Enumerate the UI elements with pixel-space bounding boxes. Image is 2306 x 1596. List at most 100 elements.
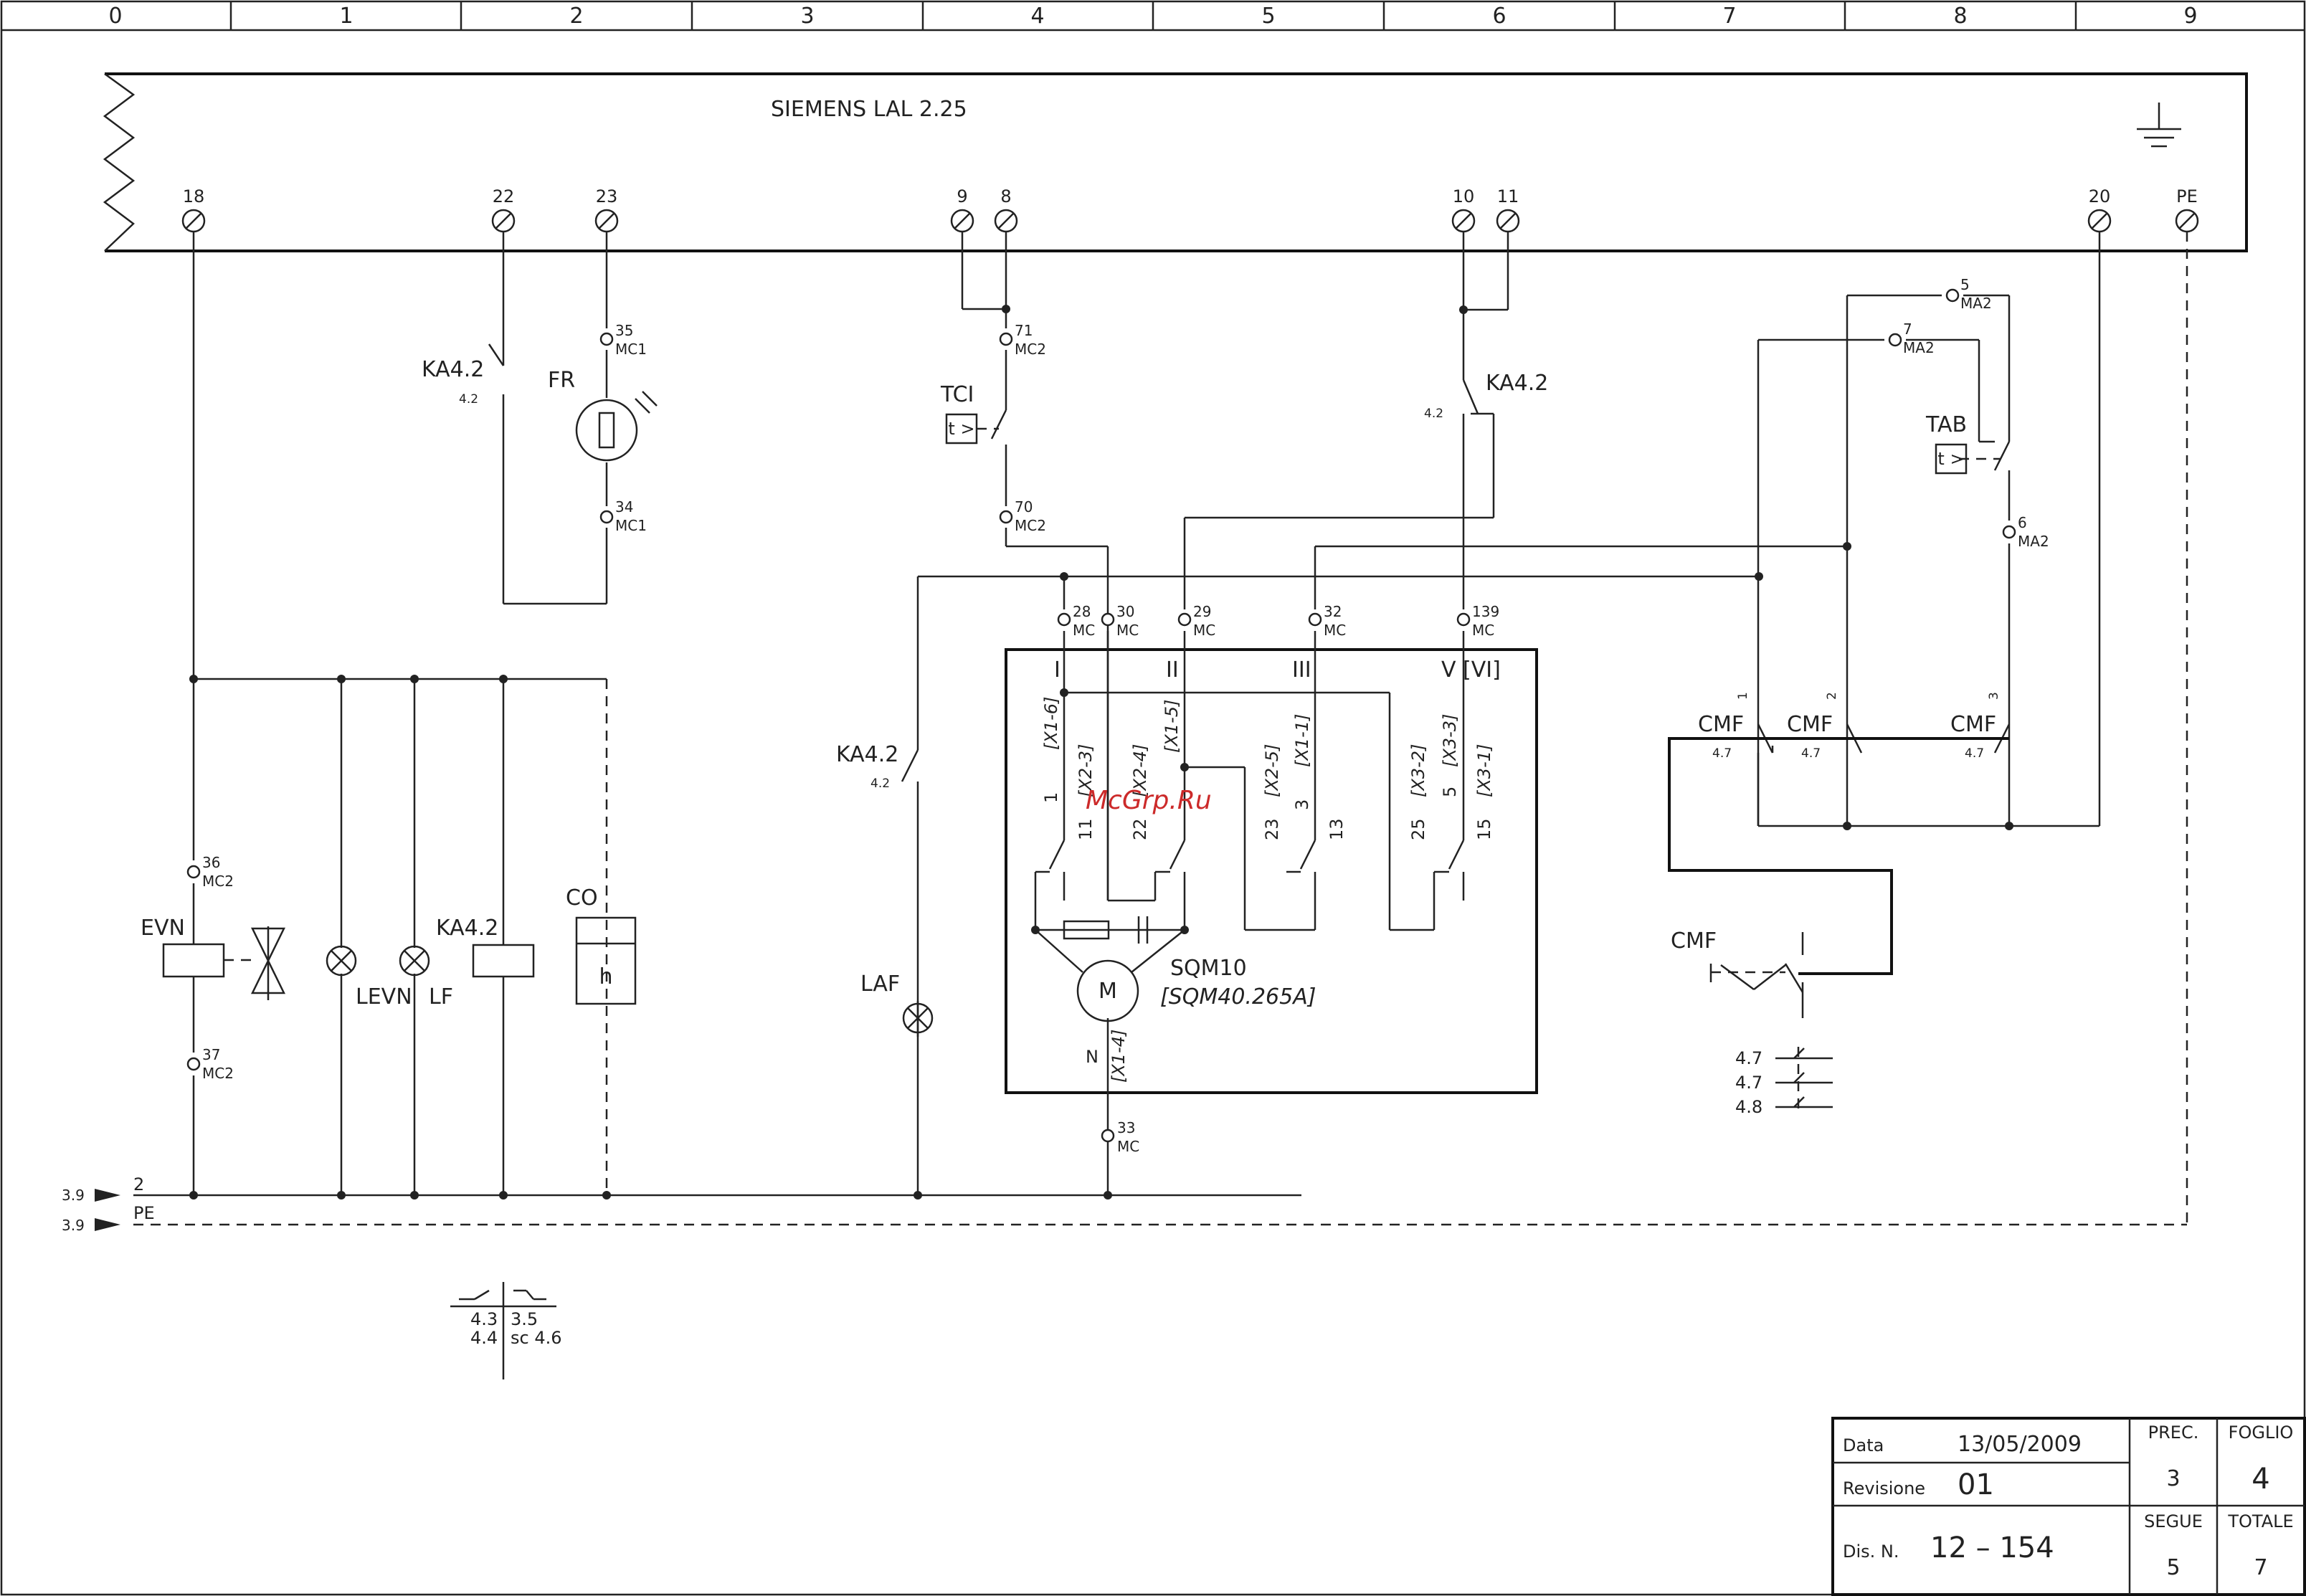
- col-label-1: 1: [339, 4, 353, 29]
- cam-num-11: 11: [1076, 818, 1096, 840]
- cam-label-x24: [X2-4]: [1130, 744, 1150, 797]
- tab-label: TAB: [1925, 412, 1967, 437]
- cam-roman-v-vi: V [VI]: [1441, 657, 1501, 683]
- cmf-contact-3-num: 3: [1987, 692, 2001, 700]
- terminal-30-ref: MC: [1116, 622, 1139, 639]
- terminal-34: [599, 510, 614, 524]
- wiring-servo-feed: [916, 414, 1851, 1195]
- cam-label-x16: [X1-6]: [1041, 697, 1061, 750]
- tb-segue-label: SEGUE: [2144, 1511, 2203, 1531]
- tb-foglio-label: FOGLIO: [2229, 1422, 2294, 1443]
- tb-segue-value: 5: [2166, 1555, 2180, 1580]
- terminal-label-10: 10: [1453, 186, 1475, 206]
- terminal-5-ref: MA2: [1960, 295, 1992, 312]
- motor-label: M: [1099, 979, 1117, 1004]
- terminal-70-label: 70: [1015, 498, 1033, 516]
- bus-lines: [95, 1189, 2187, 1231]
- terminal-35: [599, 332, 614, 346]
- sqm-label: SQM10: [1170, 956, 1247, 981]
- tci-timer-symbol: t >: [948, 419, 974, 439]
- terminal-6-label: 6: [2018, 514, 2027, 531]
- cam-label-x33: [X3-3]: [1440, 714, 1460, 767]
- terminal-32: [1308, 612, 1322, 627]
- terminal-29-ref: MC: [1193, 622, 1215, 639]
- terminal-33-label: 33: [1117, 1119, 1135, 1136]
- cmf-ref-1: 4.7: [1712, 746, 1732, 761]
- wiring-right: [1757, 232, 2188, 1225]
- tb-totale-label: TOTALE: [2227, 1511, 2293, 1531]
- cmf-ref-2: 4.7: [1801, 746, 1821, 761]
- co-label: CO: [566, 885, 598, 911]
- ka42-right-ref: 4.2: [1424, 407, 1443, 421]
- terminal-label-22: 22: [493, 186, 515, 206]
- ka42-coil: [472, 944, 535, 978]
- crossref-nc-1: 3.5: [511, 1309, 538, 1329]
- evn-label: EVN: [141, 916, 185, 941]
- cam-label-x31: [X3-1]: [1474, 744, 1494, 797]
- cam-roman-ii: II: [1166, 657, 1179, 683]
- terminal-32-ref: MC: [1324, 622, 1346, 639]
- tb-dis-value: 12 – 154: [1930, 1531, 2054, 1564]
- cam-num-22: 22: [1130, 818, 1150, 840]
- controller-box: SIEMENS LAL 2.25: [103, 72, 2248, 252]
- cam-num-25: 25: [1408, 818, 1428, 840]
- cam-num-3: 3: [1292, 799, 1312, 810]
- cmf-legend-ref-3: 4.8: [1735, 1097, 1762, 1117]
- terminal-label-11: 11: [1497, 186, 1519, 206]
- terminal-37-label: 37: [202, 1046, 220, 1063]
- fr-label: FR: [548, 368, 575, 393]
- terminal-34-ref: MC1: [615, 517, 647, 534]
- cam-roman-i: I: [1054, 657, 1061, 683]
- motor-n-label: N: [1086, 1047, 1099, 1067]
- servomotor-box: [1005, 648, 1538, 1094]
- terminal-34-label: 34: [615, 498, 633, 516]
- cmf-legend-ref-2: 4.7: [1735, 1073, 1762, 1093]
- lf-label: LF: [429, 984, 453, 1010]
- ka42-contact-label: KA4.2: [422, 357, 484, 382]
- cmf-switch-label: CMF: [1671, 928, 1717, 954]
- terminal-71: [999, 332, 1013, 346]
- wiring-fr: [488, 232, 608, 605]
- cam-num-13: 13: [1327, 818, 1347, 840]
- cmf-contact-legend: 4.7 4.7 4.8: [1735, 1047, 1833, 1117]
- terminal-7-label: 7: [1903, 320, 1912, 338]
- ka42-contact-ref: 4.2: [459, 392, 478, 407]
- tb-prec-value: 3: [2166, 1466, 2180, 1491]
- terminal-label-18: 18: [183, 186, 205, 206]
- terminal-label-23: 23: [596, 186, 618, 206]
- solenoid-valve-icon: [250, 926, 286, 1000]
- terminal-36-label: 36: [202, 854, 220, 871]
- terminal-32-label: 32: [1324, 603, 1342, 620]
- terminal-29: [1177, 612, 1192, 627]
- tb-totale-value: 7: [2254, 1555, 2267, 1580]
- col-label-6: 6: [1492, 4, 1506, 29]
- col-label-4: 4: [1030, 4, 1044, 29]
- cam-num-5: 5: [1440, 787, 1460, 797]
- cam-num-1: 1: [1041, 792, 1061, 803]
- terminal-5-label: 5: [1960, 276, 1970, 293]
- photocell-fr-icon: [575, 391, 658, 462]
- tb-data-value: 13/05/2009: [1958, 1432, 2082, 1457]
- col-label-5: 5: [1261, 4, 1275, 29]
- motor-icon: [1076, 959, 1139, 1022]
- terminal-label-8: 8: [1000, 186, 1011, 206]
- tab-timer-box: [1935, 443, 1968, 475]
- terminal-139-label: 139: [1472, 603, 1499, 620]
- terminal-139: [1456, 612, 1471, 627]
- col-label-8: 8: [1953, 4, 1967, 29]
- column-grid: 0 1 2 3 4 5 6 7 8 9: [1, 1, 2305, 32]
- cmf-contact-1-num: 1: [1736, 692, 1750, 700]
- cmf-ref-3: 4.7: [1965, 746, 1984, 761]
- terminal-37: [186, 1057, 201, 1071]
- co-hour-counter: [575, 916, 637, 1005]
- col-label-0: 0: [108, 4, 122, 29]
- ka42-laf-ref: 4.2: [870, 776, 890, 791]
- controller-terminals: 18 22 23 9 8 10 11 20 PE: [181, 186, 2199, 233]
- col-label-3: 3: [800, 4, 814, 29]
- terminal-36-ref: MC2: [202, 873, 234, 890]
- sqm-model-label: [SQM40.265A]: [1160, 984, 1316, 1010]
- wiring-ka42-right: [1459, 232, 1509, 609]
- terminal-label-20: 20: [2089, 186, 2111, 206]
- tb-foglio-value: 4: [2252, 1463, 2269, 1496]
- bus-ref-2: 3.9: [62, 1217, 85, 1234]
